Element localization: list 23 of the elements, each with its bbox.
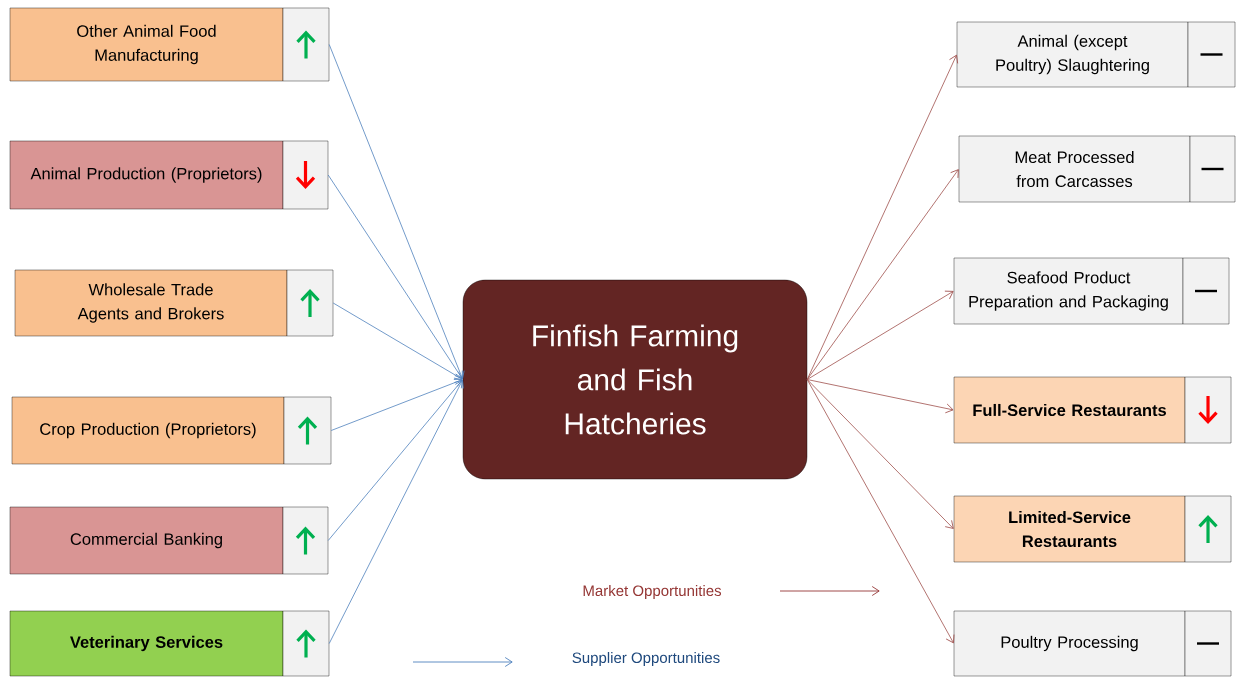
legend-text: Market Opportunities [583, 585, 722, 599]
industry-box: Commercial Banking [9, 506, 284, 575]
arrow [806, 290, 954, 380]
legend-text: Supplier Opportunities [572, 652, 720, 666]
arrow [328, 44, 465, 380]
arrow [328, 379, 464, 644]
arrow [332, 302, 463, 380]
arrow [806, 169, 959, 380]
arrow [327, 174, 463, 380]
arrow [806, 379, 954, 414]
arrow [330, 377, 463, 431]
industry-box: Veterinary Services [9, 610, 284, 677]
industry-box: Limited-Service Restaurants [953, 495, 1186, 563]
arrow [806, 54, 959, 380]
arrow [327, 379, 463, 541]
arrow [806, 379, 954, 529]
industry-box: Full-Service Restaurants [953, 376, 1186, 444]
industry-box: Wholesale Trade Agents and Brokers [14, 269, 288, 337]
arrow [806, 379, 955, 644]
center-box: Finfish Farming and Fish Hatcheries [462, 279, 808, 480]
industry-box: Crop Production (Proprietors) [11, 396, 285, 465]
industry-box: Other Animal Food Manufacturing [9, 7, 284, 82]
industry-box: Animal Production (Proprietors) [9, 140, 284, 210]
